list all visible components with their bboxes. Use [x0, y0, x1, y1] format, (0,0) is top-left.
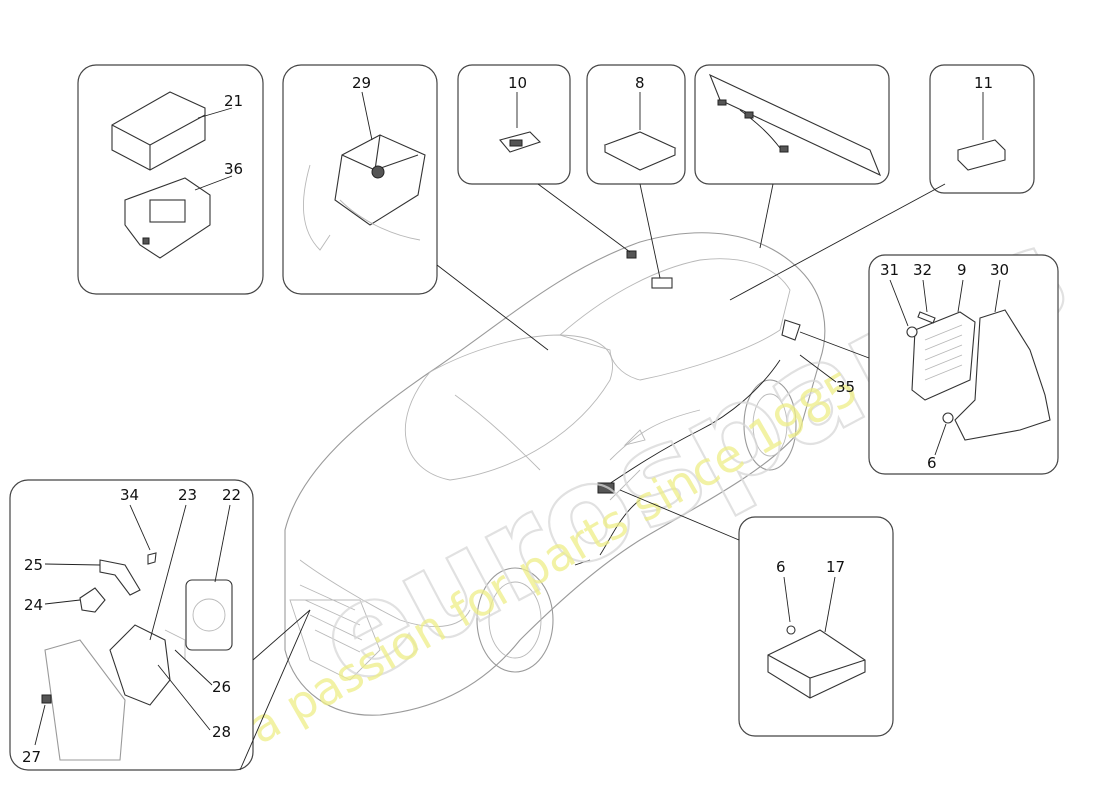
- clip-34: [147, 552, 157, 565]
- callout-10: 10: [508, 74, 527, 92]
- panel-9-assembly: 31 32 9 30 6: [868, 254, 1059, 475]
- callout-26: 26: [212, 678, 231, 696]
- callout-36: 36: [224, 160, 243, 178]
- harness-strip: [708, 73, 882, 177]
- sensor-10: [499, 131, 542, 153]
- panel-8: 8: [586, 64, 686, 185]
- bracket-25: [99, 559, 141, 596]
- callout-34: 34: [120, 486, 139, 504]
- callout-11: 11: [974, 74, 993, 92]
- module-8: [603, 131, 677, 171]
- callout-35: 35: [836, 378, 855, 396]
- callout-6-lower: 6: [776, 558, 786, 576]
- panel-17: 6 17: [738, 516, 894, 737]
- panel-radar-assembly: 34 23 22 25 24 26 28 27: [9, 479, 254, 771]
- callout-35-group: 35: [799, 354, 855, 396]
- callout-8: 8: [635, 74, 645, 92]
- callout-24: 24: [24, 596, 43, 614]
- panel-10: 10: [457, 64, 571, 185]
- module-21: [111, 91, 206, 171]
- panel-27: [41, 639, 126, 761]
- nut-6-lower: [786, 625, 796, 635]
- callout-17: 17: [826, 558, 845, 576]
- mount-26: [164, 629, 186, 660]
- radar-22: [185, 579, 233, 651]
- sensor-11: [957, 139, 1006, 171]
- callout-6-upper: 6: [927, 454, 937, 472]
- callout-30: 30: [990, 261, 1009, 279]
- callout-27: 27: [22, 748, 41, 766]
- module-29: [302, 134, 426, 251]
- bracket-36: [124, 177, 211, 259]
- panel-leaders: [239, 183, 946, 771]
- car-outline: [284, 232, 826, 716]
- bolt-32: [917, 311, 936, 324]
- bracket-30: [954, 309, 1051, 441]
- panel-11: 11: [929, 64, 1035, 194]
- callout-28: 28: [212, 723, 231, 741]
- callout-29: 29: [352, 74, 371, 92]
- panel-21-36: 21 36: [77, 64, 264, 295]
- module-17: [767, 629, 866, 699]
- callout-21: 21: [224, 92, 243, 110]
- module-9: [911, 311, 976, 401]
- callout-23: 23: [178, 486, 197, 504]
- sensor-24: [79, 587, 106, 613]
- nut-6-upper: [942, 412, 954, 424]
- panel-harness: [694, 64, 890, 185]
- callout-25: 25: [24, 556, 43, 574]
- callout-9: 9: [957, 261, 967, 279]
- callout-32: 32: [913, 261, 932, 279]
- callout-31: 31: [880, 261, 899, 279]
- callout-22: 22: [222, 486, 241, 504]
- panel-29: 29: [282, 64, 438, 295]
- bolt-31: [906, 326, 918, 338]
